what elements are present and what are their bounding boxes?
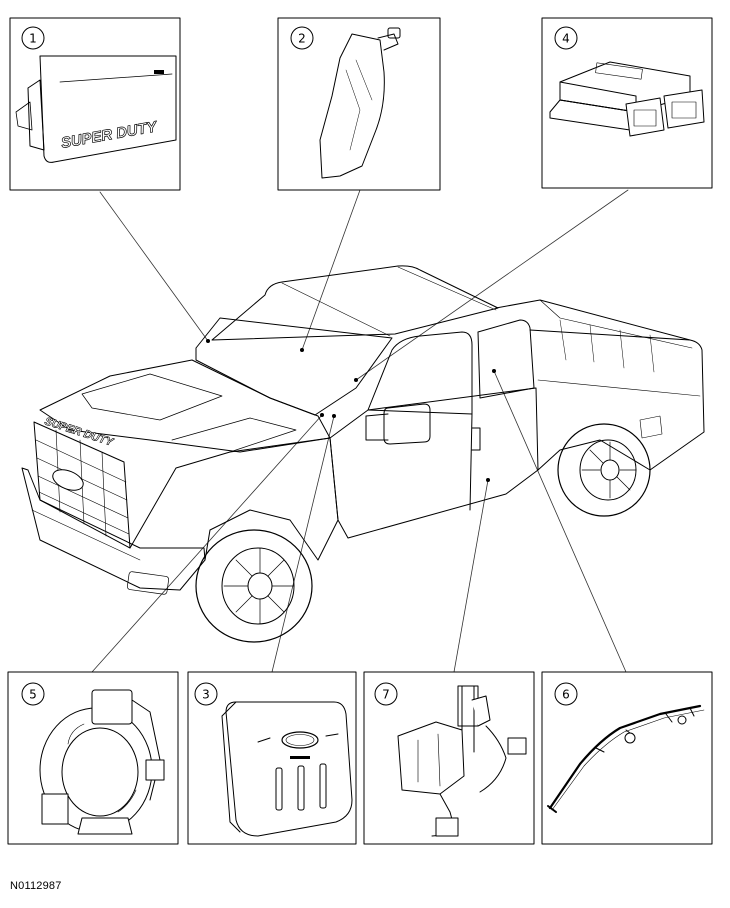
callout-label: 6 [562, 688, 570, 702]
callout-label: 5 [29, 688, 37, 702]
component-6-illustration [547, 704, 705, 813]
panel-1: 1 SUPER DUTY [9, 17, 181, 191]
callout-badge-3: 3 [194, 682, 218, 706]
cab-side [329, 387, 539, 539]
rear-wheel [557, 423, 651, 517]
panel-2: 2 [277, 17, 441, 191]
callout-badge-5: 5 [21, 682, 45, 706]
front-fender [129, 437, 339, 561]
component-5-illustration [39, 689, 165, 835]
hood [39, 359, 331, 453]
side-window [367, 331, 473, 415]
component-3-illustration [221, 701, 353, 837]
callout-label: 1 [29, 32, 37, 46]
bed-side [529, 329, 705, 471]
truck-roof [211, 265, 499, 341]
front-bumper [21, 467, 206, 591]
figure-id: N0112987 [10, 880, 62, 892]
callout-label: 7 [382, 688, 390, 702]
front-wheel [195, 529, 313, 643]
panel-6: 6 [541, 671, 713, 845]
callout-label: 3 [202, 688, 210, 702]
panel-3: 3 [187, 671, 357, 845]
component-1-illustration: SUPER DUTY [15, 55, 177, 163]
callout-badge-6: 6 [554, 682, 578, 706]
location-dots [206, 339, 496, 482]
callout-badge-7: 7 [374, 682, 398, 706]
callout-badge-2: 2 [290, 26, 314, 50]
callout-badge-4: 4 [554, 26, 578, 50]
panel-4: 4 [541, 17, 713, 189]
component-4-illustration [549, 61, 705, 137]
component-2-illustration [319, 27, 401, 179]
side-mirror [383, 403, 431, 445]
pickup-truck: SUPER DUTY [21, 265, 705, 643]
windshield [195, 317, 393, 416]
steering-wheel-emblem [281, 731, 319, 749]
leader-lines [91, 189, 629, 673]
callout-label: 4 [562, 32, 570, 46]
panel-7: 7 [363, 671, 535, 845]
callout-label: 2 [298, 32, 306, 46]
panel-5: 5 [7, 671, 179, 845]
ford-oval-emblem [52, 469, 84, 491]
callout-badge-1: 1 [21, 26, 45, 50]
rear-door-window [477, 319, 535, 399]
hood-emblem-text: SUPER DUTY [43, 415, 116, 449]
component-7-illustration [397, 685, 527, 837]
